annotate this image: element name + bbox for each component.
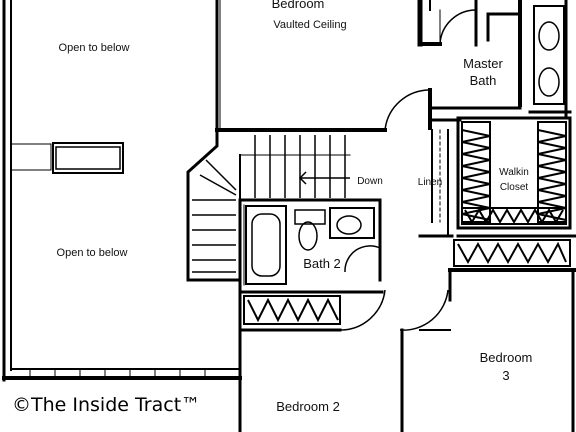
bedroom-3-label-line1: Bedroom bbox=[480, 350, 533, 365]
open-to-below-lower-label: Open to below bbox=[57, 247, 128, 259]
walkin-closet-label-line1: Walkin bbox=[499, 167, 529, 178]
staircase bbox=[192, 135, 346, 273]
open-to-below-upper-label: Open to below bbox=[59, 42, 130, 54]
door-swings bbox=[339, 9, 477, 331]
linen-closet-label: Linen bbox=[418, 177, 442, 188]
stairs-down-label: Down bbox=[357, 176, 383, 187]
master-bath-label-line2: Bath bbox=[470, 73, 497, 88]
stair-direction-arrow bbox=[298, 171, 350, 185]
walkin-closet-label-line2: Closet bbox=[500, 182, 529, 193]
bedroom-2-label: Bedroom 2 bbox=[276, 399, 340, 414]
bath2-fixtures bbox=[245, 205, 375, 285]
master-bath-fixtures bbox=[533, 5, 565, 105]
bedroom-label: Bedroom bbox=[272, 0, 325, 11]
closet-shelving bbox=[243, 121, 571, 325]
bath-2-label: Bath 2 bbox=[303, 256, 341, 271]
bedroom-3-label-line2: 3 bbox=[502, 368, 509, 383]
copyright-watermark: ©The Inside Tract™ bbox=[12, 394, 200, 416]
vaulted-ceiling-label: Vaulted Ceiling bbox=[273, 19, 346, 31]
master-bath-label-line1: Master bbox=[463, 56, 503, 71]
